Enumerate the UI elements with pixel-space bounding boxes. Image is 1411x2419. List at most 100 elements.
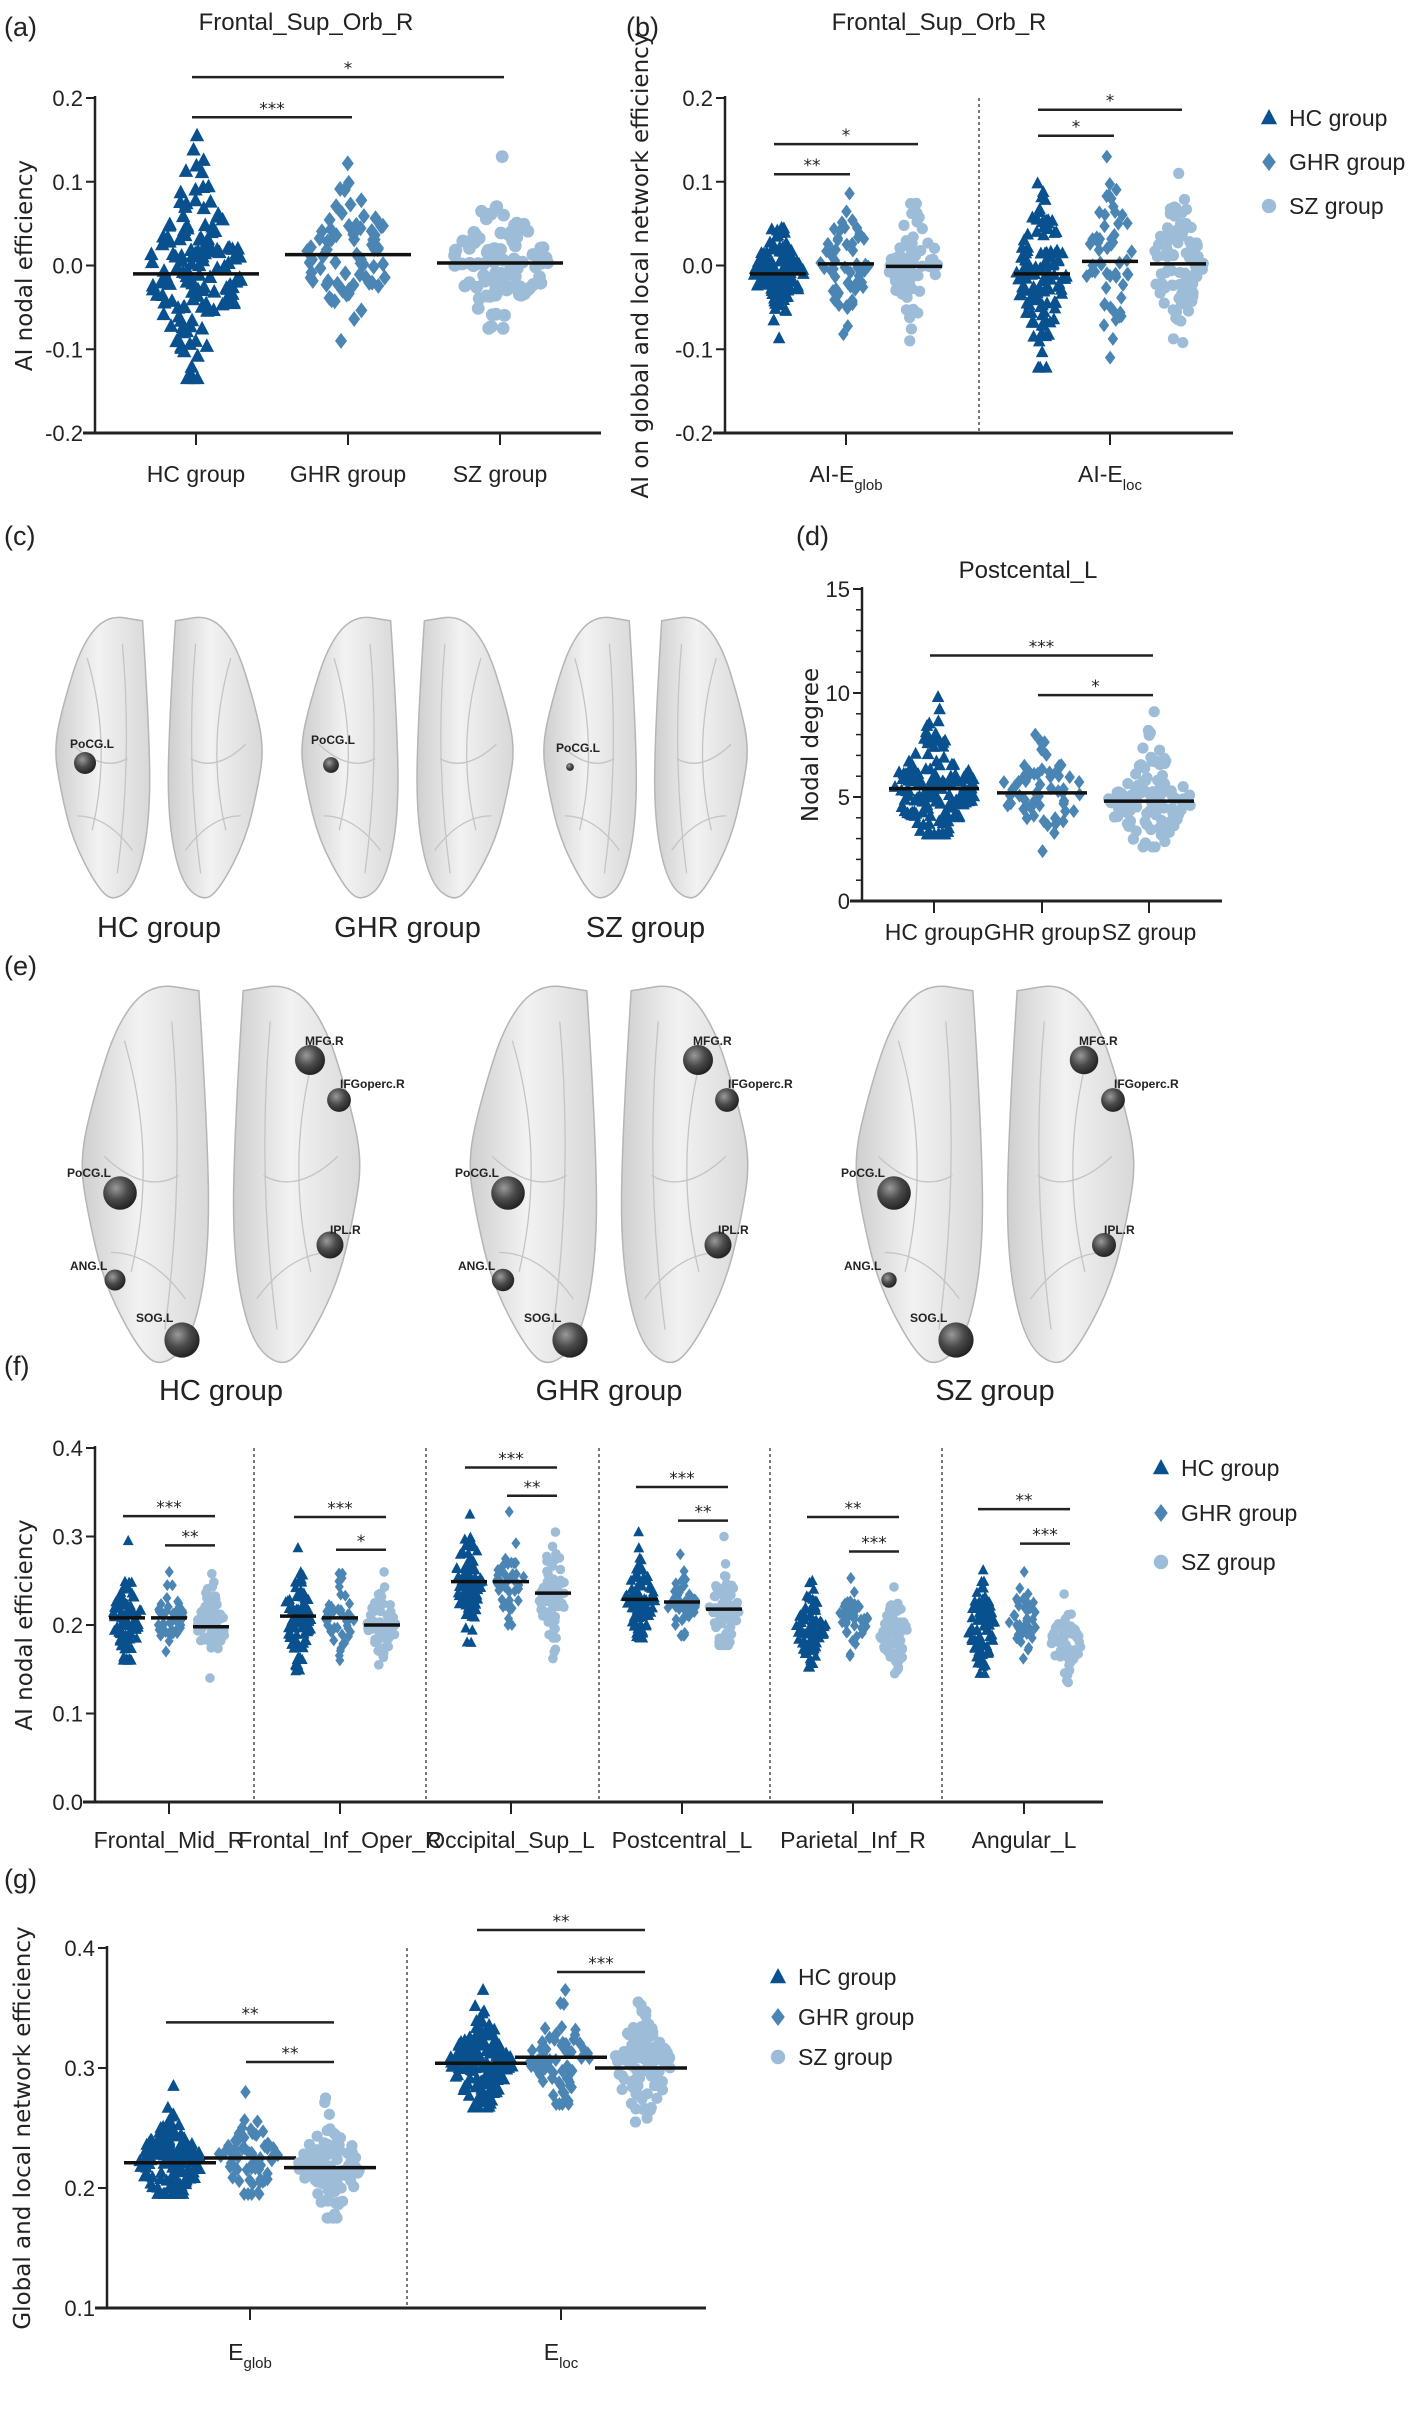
data-point-triangle [489, 2042, 503, 2055]
y-tick-label: 0.2 [64, 2176, 95, 2201]
data-point-circle [1151, 250, 1163, 263]
data-point-triangle [806, 1617, 818, 1629]
data-point-triangle [1046, 258, 1060, 271]
data-point-circle [495, 150, 509, 164]
data-point-circle [1112, 810, 1124, 823]
data-point-diamond [357, 208, 370, 225]
data-point-triangle [1019, 282, 1032, 295]
cluster: AI-Eloc** [1010, 92, 1209, 494]
data-point-triangle [486, 2078, 499, 2091]
data-point-triangle [454, 1548, 466, 1559]
data-point-triangle [204, 224, 219, 239]
data-point-circle [1059, 1668, 1070, 1678]
data-point-triangle [817, 1628, 829, 1639]
data-point-diamond [1108, 199, 1119, 214]
data-point-diamond [845, 1648, 855, 1661]
brain-node-label: ANG.L [458, 1259, 495, 1273]
data-point-triangle [174, 340, 189, 354]
data-point-triangle [470, 2014, 483, 2027]
data-point-triangle [1017, 261, 1031, 273]
brain-hemisphere [1006, 985, 1135, 1364]
data-point-triangle [462, 2088, 476, 2101]
data-point-triangle [179, 323, 194, 338]
data-point-triangle [290, 1581, 301, 1593]
data-point-triangle [646, 1582, 657, 1593]
data-point-diamond [677, 1574, 687, 1587]
chart-title: Frontal_Sup_Orb_R [832, 9, 1047, 36]
data-point-triangle [977, 1564, 989, 1575]
data-point-triangle [919, 762, 933, 775]
data-point-circle [1178, 193, 1191, 206]
data-point-triangle [778, 285, 792, 298]
data-point-triangle [188, 181, 203, 196]
group-points [704, 1531, 744, 1651]
data-point-diamond [513, 1594, 523, 1607]
data-point-circle [716, 1618, 727, 1629]
legend-marker-diamond [1154, 1504, 1168, 1522]
data-point-circle [1116, 800, 1128, 812]
x-tick-label-subscript: glob [243, 2355, 271, 2372]
data-point-circle [913, 211, 925, 223]
brain-render-c: PoCG.LHC group [55, 616, 263, 944]
data-point-circle [543, 1555, 554, 1565]
data-point-diamond [175, 1621, 185, 1634]
data-point-circle [483, 290, 497, 303]
data-point-circle [898, 219, 910, 231]
data-point-circle [1067, 1629, 1077, 1639]
data-point-triangle [1033, 261, 1047, 274]
data-point-circle [907, 231, 919, 243]
data-point-triangle [751, 259, 765, 272]
charts: Frontal_Sup_Orb_RAI nodal efficiency-0.2… [10, 9, 1233, 2372]
data-point-diamond [839, 220, 851, 235]
group-points [875, 1582, 912, 1679]
data-point-triangle [131, 1632, 142, 1643]
data-point-diamond [334, 180, 347, 197]
y-tick-label: -0.1 [45, 337, 83, 362]
data-point-diamond [343, 281, 356, 298]
data-point-triangle [471, 2046, 485, 2058]
significance-label: ** [242, 2004, 259, 2024]
data-point-triangle [283, 1622, 294, 1633]
data-point-circle [893, 1601, 904, 1612]
data-point-circle [1153, 744, 1166, 756]
data-point-triangle [297, 1637, 309, 1648]
data-point-circle [379, 1567, 389, 1577]
data-point-triangle [1023, 298, 1036, 311]
group-points [443, 1983, 519, 2113]
data-point-triangle [151, 2187, 164, 2199]
data-point-diamond [1104, 350, 1116, 365]
data-point-diamond [162, 1579, 172, 1592]
brain-hemisphere [469, 985, 598, 1364]
data-point-diamond [1018, 1652, 1028, 1665]
data-point-triangle [159, 2134, 173, 2147]
data-point-diamond [363, 274, 376, 291]
data-point-diamond [252, 2114, 263, 2129]
data-point-diamond [1020, 767, 1031, 782]
data-point-triangle [633, 1526, 645, 1537]
data-point-triangle [206, 284, 222, 298]
data-point-triangle [905, 808, 919, 821]
data-point-triangle [192, 2145, 206, 2158]
data-point-triangle [1048, 301, 1062, 314]
brain-gyrus [491, 1155, 567, 1183]
data-point-circle [883, 1641, 894, 1651]
y-axis-label: Nodal degree [798, 668, 824, 822]
data-point-triangle [1030, 225, 1044, 237]
data-point-triangle [149, 287, 165, 301]
data-point-triangle [1039, 314, 1053, 326]
group-points [491, 1505, 529, 1631]
data-point-circle [914, 285, 926, 297]
y-tick-label: 0.1 [52, 170, 83, 195]
data-point-diamond [1009, 1609, 1019, 1622]
significance-label: *** [327, 1499, 353, 1519]
legend-label: SZ group [1289, 193, 1384, 219]
x-tick-label: Eglob [228, 2339, 272, 2372]
data-point-diamond [1073, 775, 1085, 790]
brain-node-label: SOG.L [910, 1311, 947, 1325]
data-point-triangle [186, 2170, 200, 2183]
data-point-triangle [926, 775, 940, 788]
data-point-diamond [563, 2097, 574, 2111]
data-point-triangle [802, 1661, 814, 1672]
data-point-circle [638, 2048, 650, 2061]
data-point-triangle [488, 2033, 502, 2046]
